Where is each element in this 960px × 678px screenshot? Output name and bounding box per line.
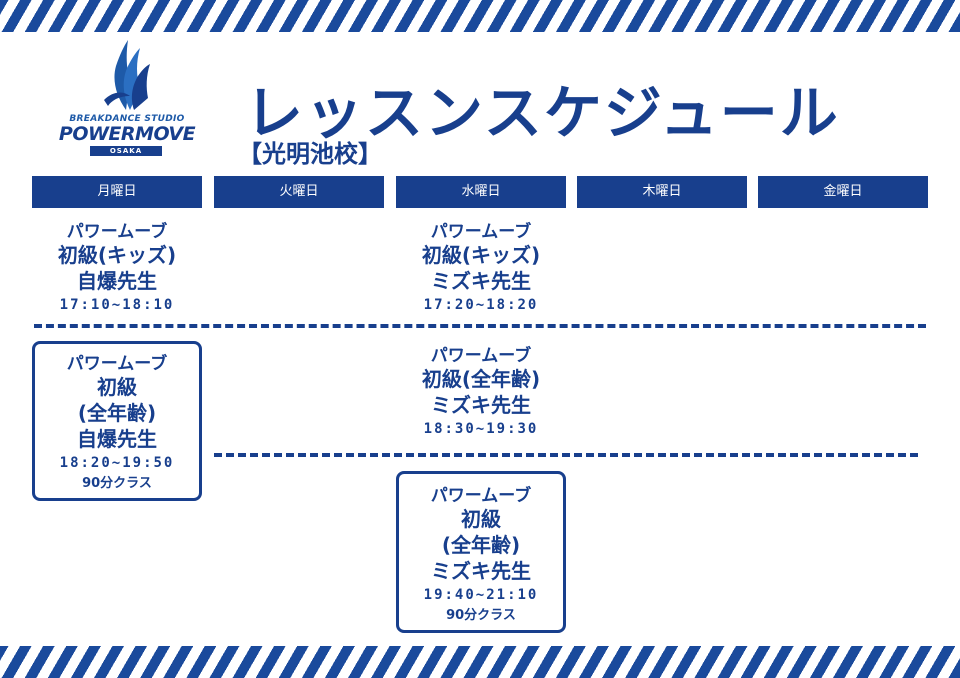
studio-logo: BREAKDANCE STUDIO POWERMOVE OSAKA <box>52 40 202 158</box>
lesson-name: パワームーブ <box>430 346 532 366</box>
day-header-tuesday: 火曜日 <box>214 176 384 208</box>
lesson-time: 17:10~18:10 <box>59 297 175 313</box>
bottom-stripe-border <box>0 646 960 678</box>
lesson-time: 18:20~19:50 <box>59 455 175 471</box>
wing-logo-icon <box>104 40 150 110</box>
lesson-wednesday-2: パワームーブ 初級(全年齢) ミズキ先生 18:30~19:30 <box>396 346 566 440</box>
lesson-time: 17:20~18:20 <box>423 297 539 313</box>
day-header-thursday: 木曜日 <box>577 176 747 208</box>
day-header-wednesday: 水曜日 <box>396 176 566 208</box>
lesson-name: パワームーブ <box>430 222 532 242</box>
lesson-monday-2: パワームーブ 初級 (全年齢) 自爆先生 18:20~19:50 90分クラス <box>32 341 202 501</box>
day-header-monday: 月曜日 <box>32 176 202 208</box>
lesson-note: 90分クラス <box>446 608 516 623</box>
lesson-name: パワームーブ <box>66 222 168 242</box>
lesson-teacher: ミズキ先生 <box>431 393 531 417</box>
lesson-name: パワームーブ <box>430 486 532 506</box>
lesson-age: (全年齢) <box>77 401 157 425</box>
lesson-age: (全年齢) <box>441 533 521 557</box>
lesson-monday-1: パワームーブ 初級(キッズ) 自爆先生 17:10~18:10 <box>32 222 202 316</box>
lesson-level: 初級 <box>97 375 137 399</box>
lesson-level: 初級 <box>461 507 501 531</box>
lesson-time: 19:40~21:10 <box>423 587 539 603</box>
lesson-teacher: 自爆先生 <box>77 427 157 451</box>
lesson-teacher: 自爆先生 <box>77 269 157 293</box>
lesson-wednesday-3: パワームーブ 初級 (全年齢) ミズキ先生 19:40~21:10 90分クラス <box>396 471 566 633</box>
lesson-note: 90分クラス <box>82 476 152 491</box>
lesson-wednesday-1: パワームーブ 初級(キッズ) ミズキ先生 17:20~18:20 <box>396 222 566 316</box>
lesson-teacher: ミズキ先生 <box>431 269 531 293</box>
row-divider <box>34 324 926 328</box>
lesson-time: 18:30~19:30 <box>423 421 539 437</box>
lesson-level: 初級(キッズ) <box>421 243 541 267</box>
page-title: レッスンスケジュール <box>245 79 840 147</box>
lesson-teacher: ミズキ先生 <box>431 559 531 583</box>
logo-name: POWERMOVE <box>58 123 196 145</box>
lesson-level: 初級(全年齢) <box>421 367 541 391</box>
day-header-friday: 金曜日 <box>758 176 928 208</box>
lesson-name: パワームーブ <box>66 354 168 374</box>
lesson-level: 初級(キッズ) <box>57 243 177 267</box>
top-stripe-border <box>0 0 960 32</box>
row-divider <box>214 453 918 457</box>
logo-city: OSAKA <box>90 146 162 156</box>
logo-tagline: BREAKDANCE STUDIO <box>69 114 185 124</box>
page-subtitle: 【光明池校】 <box>238 140 382 168</box>
